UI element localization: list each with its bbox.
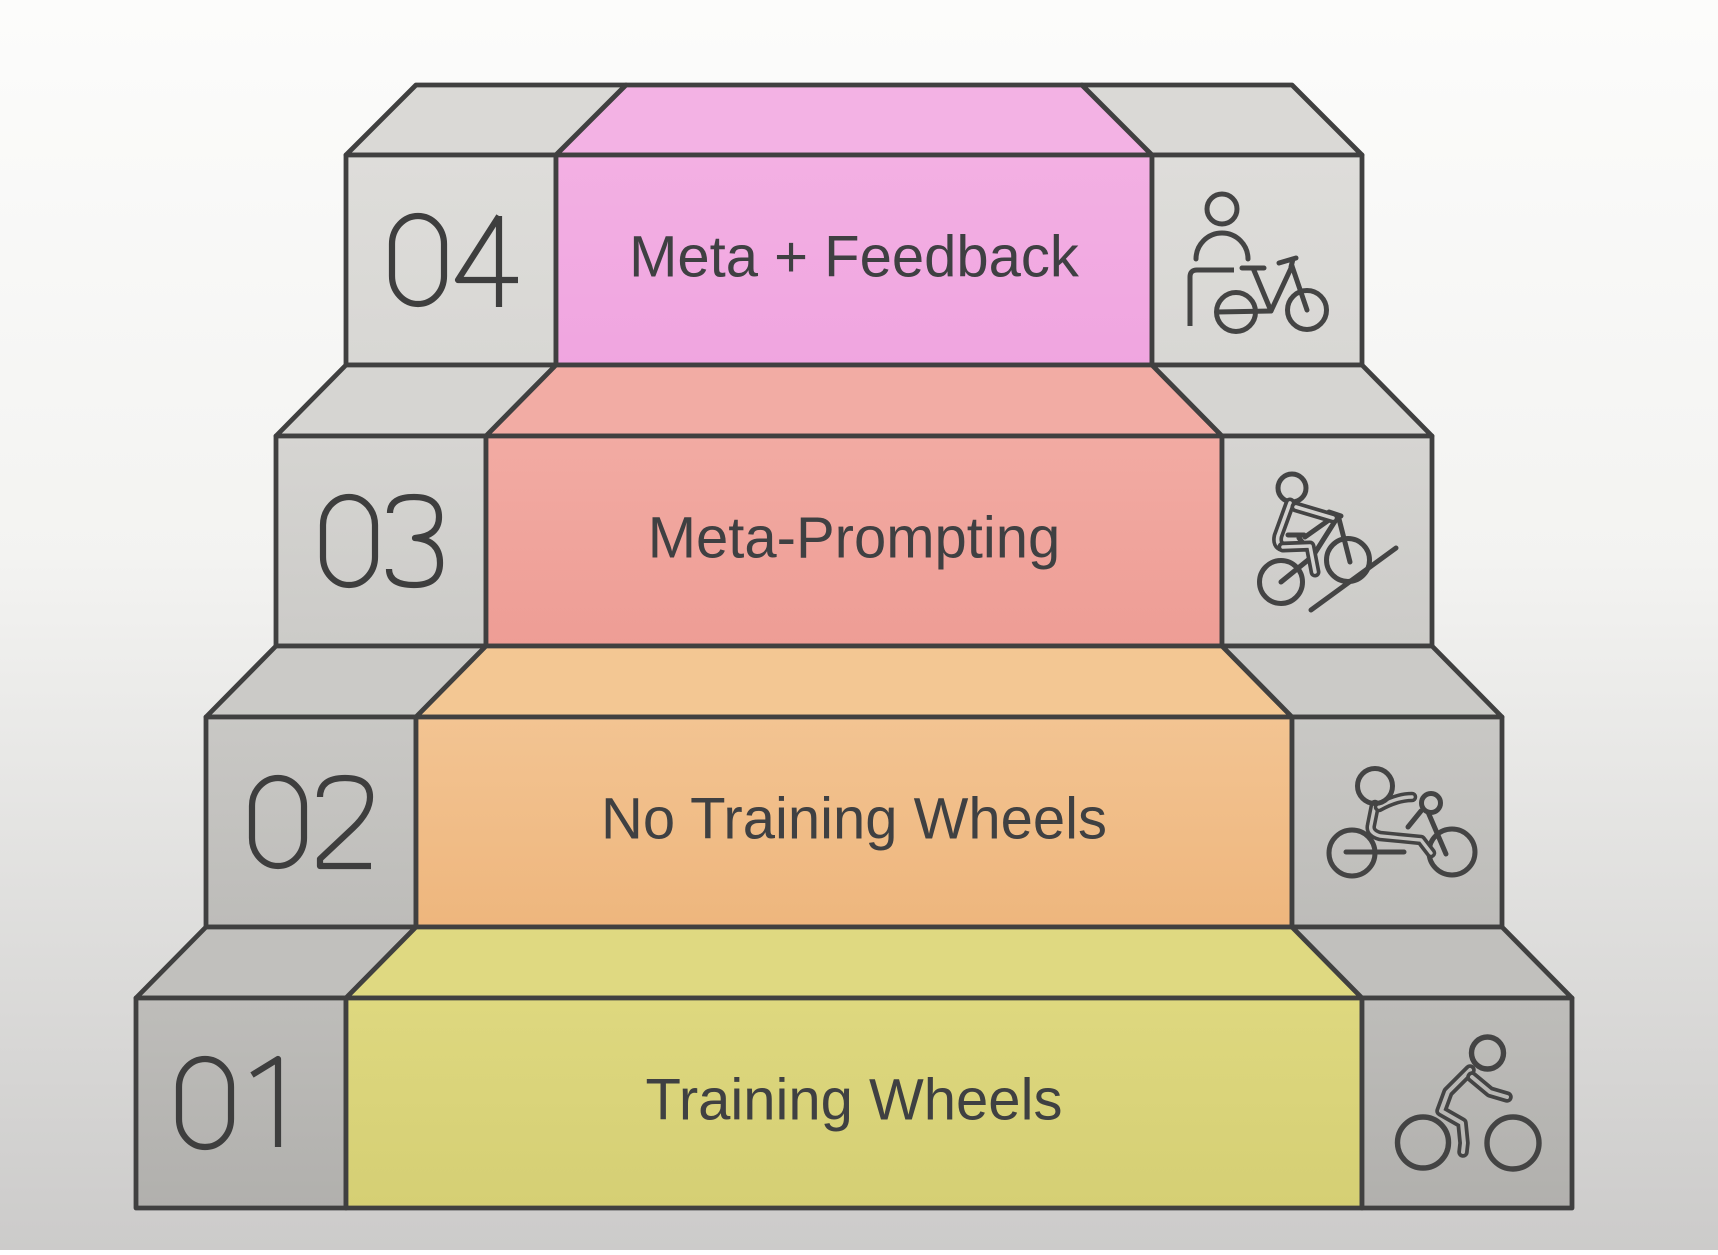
svg-text:No Training Wheels: No Training Wheels — [601, 787, 1107, 852]
svg-text:Meta + Feedback: Meta + Feedback — [629, 225, 1080, 290]
svg-text:Meta-Prompting: Meta-Prompting — [648, 506, 1061, 571]
svg-text:Training Wheels: Training Wheels — [646, 1068, 1063, 1133]
